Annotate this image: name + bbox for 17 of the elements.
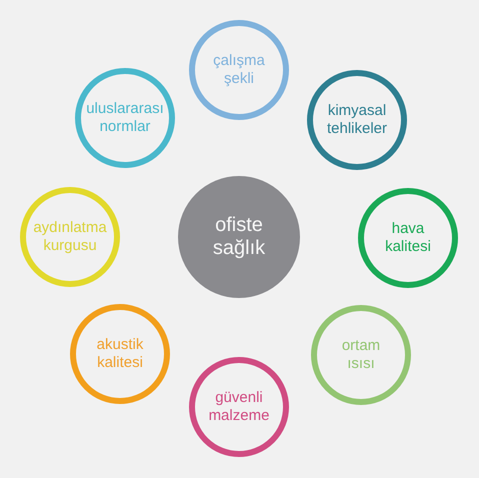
topic-label: hava kalitesi (385, 220, 431, 256)
topic-ring (311, 305, 411, 405)
topic-ring (307, 70, 407, 170)
topic-ring (20, 187, 120, 287)
hub-label: ofiste sağlık (212, 214, 266, 260)
topic-ring (189, 357, 289, 457)
topic-ring (358, 188, 458, 288)
topic-label: ortam ısısı (342, 337, 380, 373)
topic-label: akustik kalitesi (96, 336, 144, 372)
topic-label: aydınlatma kurgusu (33, 219, 107, 255)
topic-ring (189, 20, 289, 120)
topic-ring (70, 304, 170, 404)
topic-label: çalışma şekli (213, 52, 265, 88)
topic-label: güvenli malzeme (208, 389, 270, 425)
topic-label: uluslararası normlar (86, 100, 164, 136)
topic-label: kimyasal tehlikeler (326, 102, 388, 138)
topic-ring (75, 68, 175, 168)
